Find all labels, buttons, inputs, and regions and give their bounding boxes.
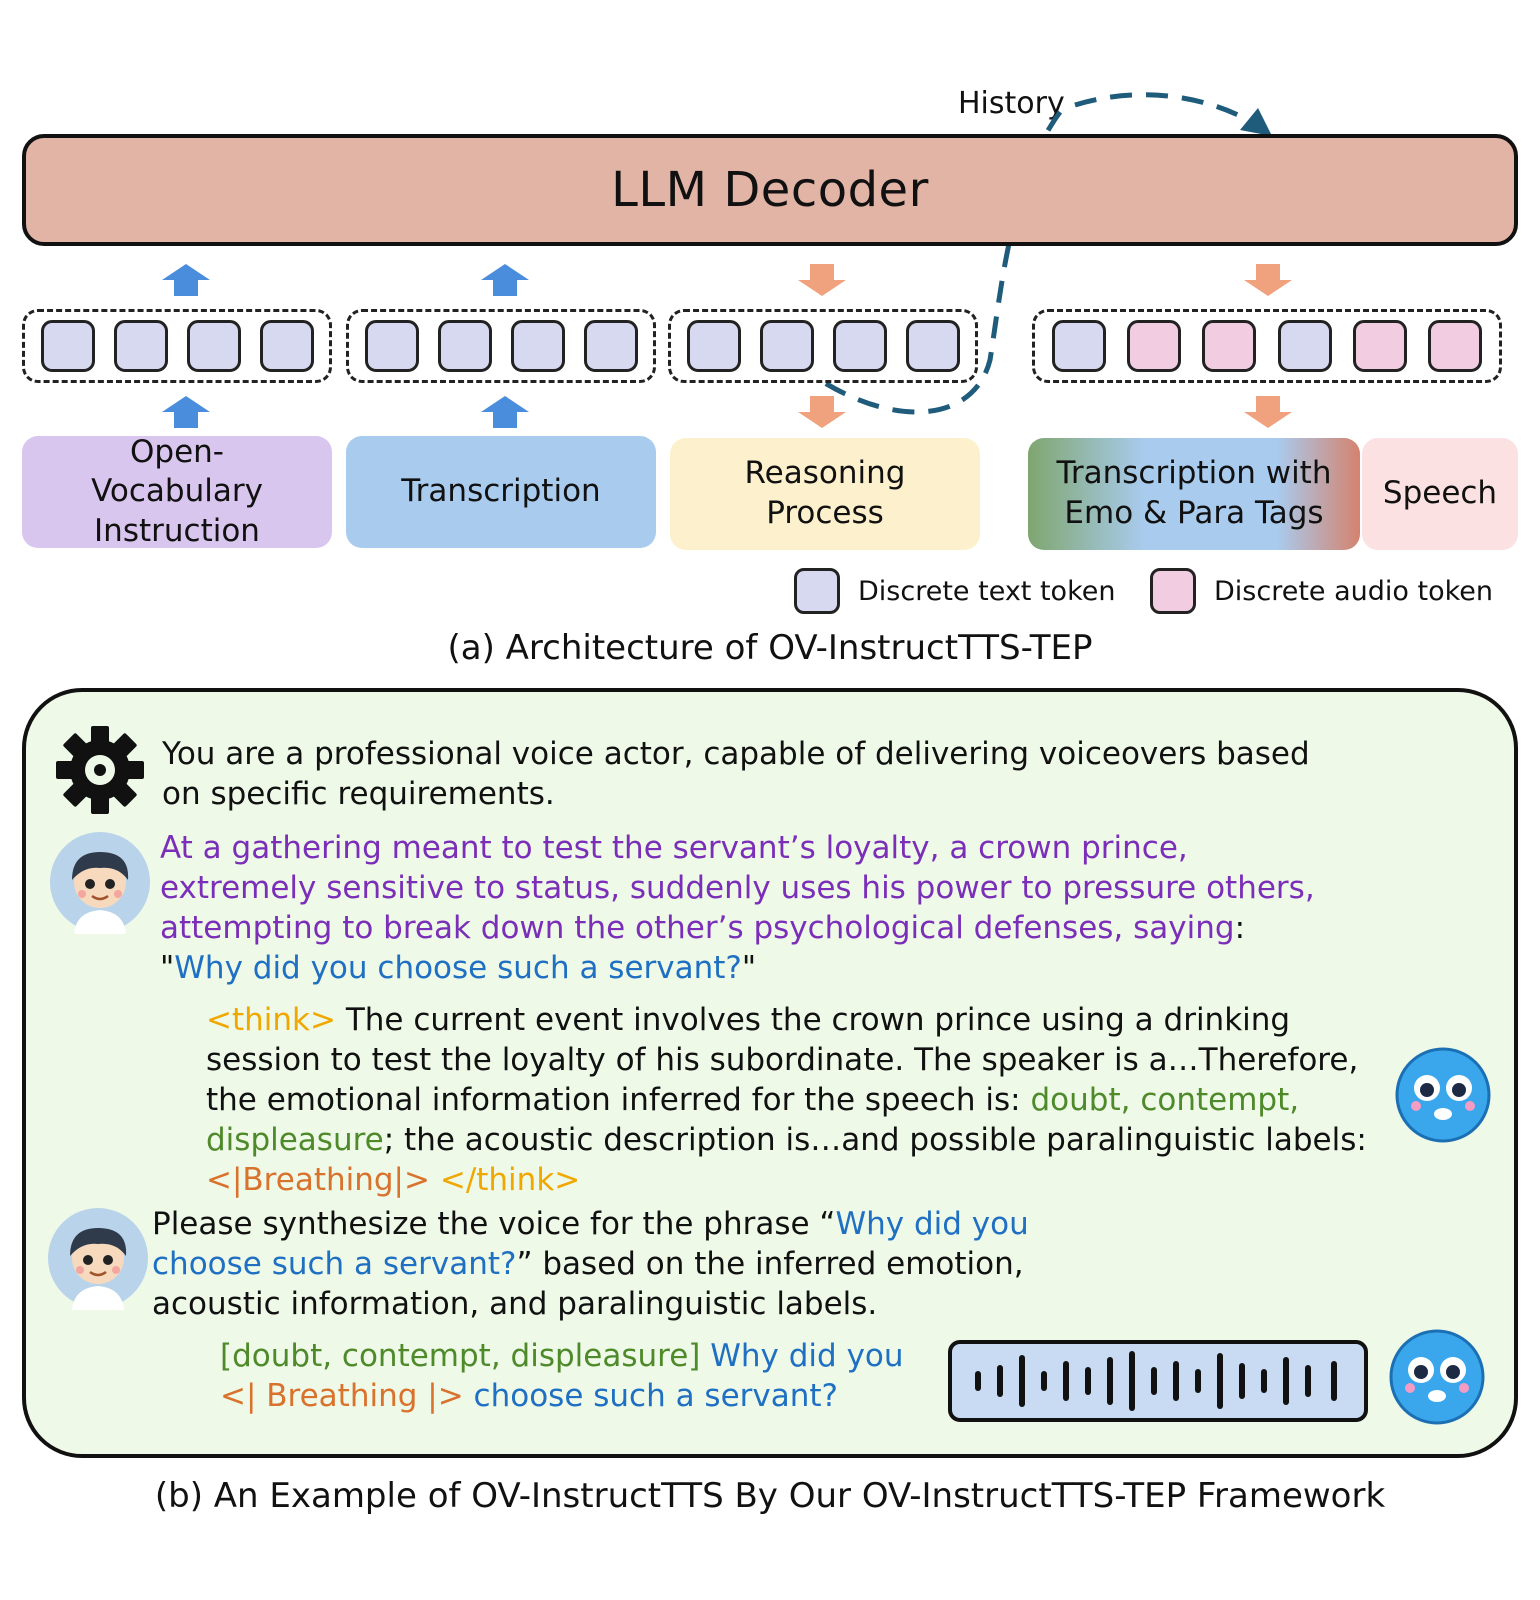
user-instruction: At a gathering meant to test the servant…	[160, 828, 1340, 988]
user-context-colon: :	[1234, 910, 1246, 946]
history-label: History	[958, 86, 1065, 121]
input-arrow-up	[481, 264, 529, 296]
llm-decoder: LLM Decoder	[22, 134, 1518, 246]
text-token	[1277, 320, 1332, 372]
request-phrase: Why did you choose such a servant?	[152, 1206, 1029, 1282]
output-arrow-down	[798, 264, 846, 296]
tagged-transcription-label: Transcription with Emo & Para Tags	[1056, 455, 1332, 531]
text-token	[759, 320, 814, 372]
blue-emoji-icon	[1395, 1047, 1491, 1143]
audio-token	[1428, 320, 1483, 372]
reasoning-token-group	[668, 309, 978, 383]
text-token	[510, 320, 565, 372]
text-token	[686, 320, 741, 372]
audio-token	[1202, 320, 1257, 372]
blue-emoji-icon	[1389, 1329, 1485, 1425]
reasoning-label: Reasoning Process	[744, 455, 906, 531]
output-emotions: [doubt, contempt, displeasure]	[220, 1338, 701, 1374]
text-token	[364, 320, 419, 372]
legend-audio-label: Discrete audio token	[1214, 576, 1494, 607]
output-arrow-down	[1244, 396, 1292, 428]
request-text-1: Please synthesize the voice for the phra…	[152, 1206, 836, 1242]
text-token	[1051, 320, 1106, 372]
speech-box: Speech	[1362, 438, 1518, 550]
legend-text-token	[794, 568, 840, 614]
transcription-box: Transcription	[346, 436, 656, 548]
user-synthesis-request: Please synthesize the voice for the phra…	[152, 1204, 1042, 1324]
reasoning-text-2: ; the acoustic description is…and possib…	[383, 1122, 1367, 1158]
user-target-phrase: Why did you choose such a servant?	[174, 950, 742, 986]
system-prompt: You are a professional voice actor, capa…	[162, 736, 1310, 812]
text-token	[259, 320, 314, 372]
input-arrow-up	[162, 396, 210, 428]
text-token	[186, 320, 241, 372]
boy-avatar-icon	[50, 832, 150, 934]
boy-avatar-icon	[48, 1208, 148, 1310]
audio-token	[1126, 320, 1181, 372]
instruction-token-group	[22, 309, 332, 383]
request-text-2: ” based on the inferred emotion, acousti…	[152, 1246, 1024, 1322]
transcription-label: Transcription	[401, 473, 601, 510]
open-quote: "	[160, 950, 175, 986]
tagged-transcription-box: Transcription with Emo & Para Tags	[1028, 438, 1360, 550]
input-arrow-up	[162, 264, 210, 296]
reasoning-text-1: The current event involves the crown pri…	[206, 1002, 1359, 1118]
output-token-group	[1032, 309, 1502, 383]
speech-label: Speech	[1382, 475, 1498, 512]
audio-token	[1352, 320, 1407, 372]
transcription-token-group	[346, 309, 656, 383]
example-panel	[22, 688, 1518, 1458]
waveform-icon	[948, 1340, 1368, 1422]
tagged-output: [doubt, contempt, displeasure] Why did y…	[220, 1336, 920, 1416]
legend-audio-token	[1150, 568, 1196, 614]
llm-decoder-label: LLM Decoder	[611, 162, 929, 218]
caption-a: (a) Architecture of OV-InstructTTS-TEP	[447, 628, 1093, 668]
text-token	[905, 320, 960, 372]
output-phrase-1: Why did you	[700, 1338, 904, 1374]
input-arrow-up	[481, 396, 529, 428]
legend-text-label: Discrete text token	[858, 576, 1116, 607]
close-quote: "	[741, 950, 757, 986]
waveform-bars	[975, 1351, 1337, 1411]
reasoning-box: Reasoning Process	[670, 438, 980, 550]
text-token	[113, 320, 168, 372]
inferred-emotions: doubt, contempt, displeasure	[206, 1082, 1300, 1158]
output-arrow-down	[1244, 264, 1292, 296]
text-token	[583, 320, 638, 372]
gear-icon	[56, 726, 144, 814]
think-open-tag: <think>	[206, 1002, 336, 1038]
user-context-text: At a gathering meant to test the servant…	[160, 830, 1315, 946]
text-token	[832, 320, 887, 372]
output-phrase-2: choose such a servant?	[463, 1378, 839, 1414]
paralinguistic-tag: <|Breathing|>	[206, 1162, 430, 1198]
output-arrow-down	[798, 396, 846, 428]
instruction-label: Open-Vocabulary Instruction	[91, 433, 263, 549]
caption-b: (b) An Example of OV-InstructTTS By Our …	[154, 1476, 1386, 1516]
think-close-tag: </think>	[429, 1162, 581, 1198]
output-paralinguistic-tag: <| Breathing |>	[220, 1378, 464, 1414]
text-token	[437, 320, 492, 372]
text-token	[40, 320, 95, 372]
assistant-reasoning: <think> The current event involves the c…	[206, 1000, 1376, 1200]
instruction-box: Open-Vocabulary Instruction	[22, 434, 332, 549]
